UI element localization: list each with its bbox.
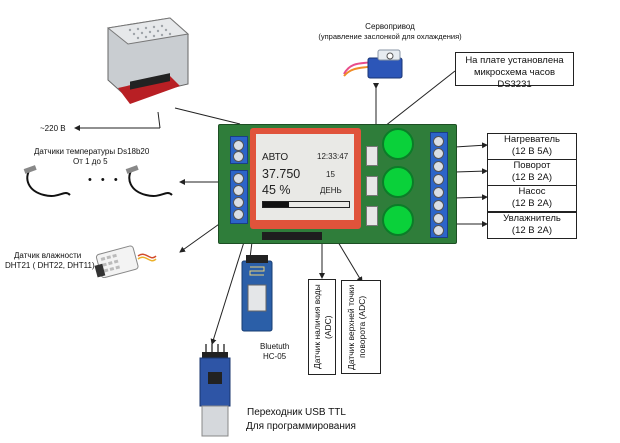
usb-adapter-label: Переходник USB TTL [247, 407, 346, 418]
water-sensor-label: Датчик наличия воды (ADC) [312, 284, 333, 370]
rtc-note-box: На плате установлена микросхема часов DS… [455, 52, 574, 90]
humidity-label: Датчик влажности [14, 251, 82, 260]
lcd-time: 12:33:47 [317, 152, 349, 161]
usb-arrow [210, 241, 245, 345]
side-connector [366, 146, 378, 166]
lcd-progress-fill [263, 202, 289, 207]
output-rating: (12 В 2А) [511, 225, 553, 236]
lcd-progress-track [262, 201, 350, 208]
screw [233, 185, 244, 196]
bluetooth-module-image [241, 255, 273, 332]
servo-subtitle: (управление заслонкой для охлаждения) [318, 32, 462, 41]
temp-sensor-image-2 [125, 165, 173, 197]
pump-arrow [454, 194, 488, 201]
bluetooth-model: HC-05 [263, 352, 287, 361]
screw [233, 151, 244, 162]
screw [433, 148, 444, 159]
humidity-arrow [179, 221, 223, 253]
screw [433, 200, 444, 211]
servo-title: Сервопривод [365, 22, 415, 31]
bluetooth-label: Bluetuth [260, 342, 290, 351]
output-name: Поворот [513, 160, 551, 171]
heater-arrow [454, 142, 488, 149]
screw [433, 174, 444, 185]
lcd-screen: АВТО 12:33:47 37.750 15 45 % ДЕНЬ [256, 134, 354, 220]
usb-ttl-adapter-image [199, 344, 231, 437]
humidity-model: DHT21 ( DHT22, DHT11) [5, 261, 95, 270]
mains-label: ~220 В [40, 124, 66, 133]
lcd-period: ДЕНЬ [320, 186, 342, 195]
rtc-note-line-2: микросхема часов DS3231 [473, 67, 556, 90]
screw [233, 173, 244, 184]
dots-label: • • • [88, 174, 121, 186]
temp-sensors-label: Датчики температуры Ds18b20 [34, 147, 150, 156]
side-connector [366, 206, 378, 226]
screw [433, 225, 444, 236]
output-heater: Нагреватель (12 В 5А) [487, 133, 577, 160]
lcd-value: 15 [326, 170, 335, 179]
output-pump: Насос (12 В 2А) [487, 185, 577, 212]
temp-sensors-count: От 1 до 5 [73, 157, 108, 166]
turn-arrow [337, 241, 363, 283]
green-button-2[interactable] [382, 166, 414, 198]
turn-sensor-label: Датчик верхней точки поворота (ADC) [346, 284, 367, 370]
output-turn: Поворот (12 В 2А) [487, 159, 577, 186]
turn-sensor-box: Датчик верхней точки поворота (ADC) [341, 280, 381, 374]
side-connector [366, 176, 378, 196]
output-name: Нагреватель [504, 134, 560, 145]
screw [433, 213, 444, 224]
lcd-mode: АВТО [262, 152, 289, 163]
screw [433, 161, 444, 172]
psu-board-line [174, 107, 241, 125]
power-supply-image [106, 17, 190, 104]
servo-image [343, 49, 403, 79]
humidity-sensor-image [94, 245, 157, 278]
output-rating: (12 В 2А) [511, 172, 553, 183]
output-rating: (12 В 5А) [511, 146, 553, 157]
temp-sensor-image-1 [23, 165, 71, 197]
psu-link-line [157, 111, 161, 129]
output-name: Насос [518, 186, 546, 197]
screw [233, 140, 244, 151]
screw [233, 197, 244, 208]
pin-header [262, 232, 322, 240]
screw [433, 187, 444, 198]
water-sensor-box: Датчик наличия воды (ADC) [308, 279, 336, 375]
right-terminal-block [430, 132, 448, 238]
green-button-1[interactable] [382, 128, 414, 160]
turn-out-arrow [454, 168, 488, 175]
lcd-humidity: 45 % [262, 183, 291, 197]
output-name: Увлажнитель [503, 213, 561, 224]
screw [433, 136, 444, 147]
output-humidifier: Увлажнитель (12 В 2А) [487, 212, 577, 239]
rtc-note-line-1: На плате установлена [465, 55, 564, 66]
screw [233, 209, 244, 220]
output-rating: (12 В 2А) [511, 198, 553, 209]
lcd-temperature: 37.750 [262, 167, 301, 181]
green-button-3[interactable] [382, 204, 414, 236]
usb-adapter-purpose: Для программирования [246, 421, 356, 432]
